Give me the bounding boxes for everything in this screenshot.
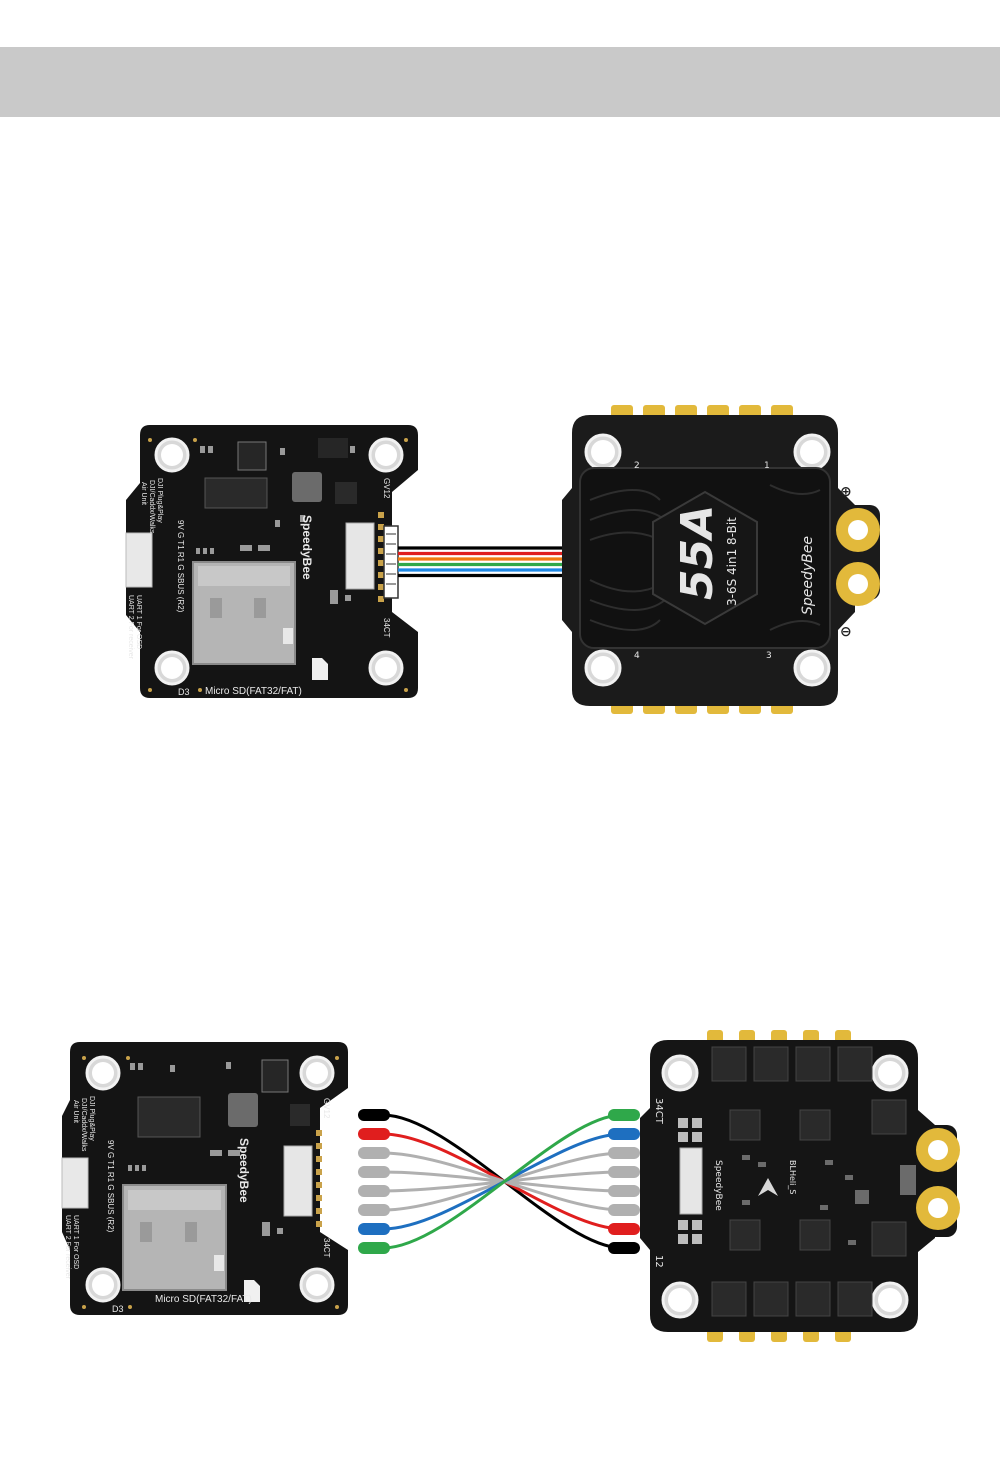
fc1-side-text-1: DJI Plug&Play xyxy=(156,478,163,523)
esc2-label-top: 34CT xyxy=(653,1098,664,1125)
esc2-brand: SpeedyBee xyxy=(713,1160,723,1211)
wire-end-left xyxy=(358,1147,390,1159)
wire-end-left xyxy=(358,1204,390,1216)
fc2-conn-top: GV12 xyxy=(322,1098,331,1119)
esc2-label-bottom: 12 xyxy=(653,1255,664,1268)
header-bar xyxy=(0,47,1000,117)
fc1-uart-text-2: UART 2 For receiver xyxy=(127,595,134,660)
esc1-plus-label: ⊕ xyxy=(840,484,852,500)
wire-end-left xyxy=(358,1128,390,1140)
wire-end-right xyxy=(608,1185,640,1197)
fc2-side-text-3: Air Unit xyxy=(72,1100,79,1123)
fc1-uart-text-1: UART 1 For OSD xyxy=(135,595,142,649)
fc1-sd-label: Micro SD(FAT32/FAT) xyxy=(205,686,302,697)
fc2-led-text: D3 xyxy=(112,1304,124,1314)
flight-controller-2: Micro SD(FAT32/FAT) D3 SpeedyBee 9V G T1… xyxy=(61,1042,348,1315)
fc1-pad-labels: 9V G T1 R1 G SBUS (R2) xyxy=(176,520,185,613)
wire-end-left xyxy=(358,1185,390,1197)
fc2-uart-text-1: UART 1 For OSD xyxy=(72,1215,79,1269)
wire-end-right xyxy=(608,1204,640,1216)
esc-board-2: SpeedyBee BLHeli_S 34CT 12 xyxy=(640,1030,960,1342)
wire xyxy=(382,1113,623,1250)
fc1-side-text-3: Air Unit xyxy=(140,482,147,505)
esc1-brand: SpeedyBee xyxy=(800,536,816,615)
esc2-chip-label: BLHeli_S xyxy=(788,1160,797,1194)
connection-cable-1 xyxy=(383,525,578,599)
fc1-conn-top: GV12 xyxy=(382,478,391,499)
fc2-sd-label: Micro SD(FAT32/FAT) xyxy=(155,1294,252,1305)
esc1-minus-label: ⊖ xyxy=(840,624,852,640)
fc2-brand: SpeedyBee xyxy=(237,1138,251,1203)
wire-end-left xyxy=(358,1166,390,1178)
wire-end-right xyxy=(608,1128,640,1140)
fc1-conn-bottom: 34CT xyxy=(382,618,391,638)
esc-board-1: ⊕ ⊖ 55A 3-6S 4in1 8-Bit SpeedyBee 1 2 3 … xyxy=(562,405,880,714)
wire-end-right xyxy=(608,1166,640,1178)
esc1-motor-3: 3 xyxy=(766,651,772,661)
esc1-motor-1: 1 xyxy=(764,461,770,471)
fc1-led-text: D3 xyxy=(178,687,190,697)
fc2-side-text-1: DJI Plug&Play xyxy=(88,1096,95,1141)
fc2-pad-labels: 9V G T1 R1 G SBUS (R2) xyxy=(106,1140,115,1233)
wire-end-left xyxy=(358,1242,390,1254)
wire-end-right xyxy=(608,1109,640,1121)
fc2-conn-bottom: 34CT xyxy=(322,1238,331,1258)
fc2-uart-text-2: UART 2 For receiver xyxy=(64,1215,71,1280)
flight-controller-1: Micro SD(FAT32/FAT) D3 SpeedyBee 9V G T1… xyxy=(125,425,418,698)
fc1-side-text-2: DJI/Caddx/Walks xyxy=(148,480,155,534)
wire-end-right xyxy=(608,1223,640,1235)
crossover-cable-2 xyxy=(358,1109,640,1254)
esc1-motor-4: 4 xyxy=(634,651,640,661)
fc2-side-text-2: DJI/Caddx/Walks xyxy=(80,1098,87,1152)
wire-end-left xyxy=(358,1223,390,1235)
esc1-motor-2: 2 xyxy=(634,461,640,471)
wire-end-left xyxy=(358,1109,390,1121)
wire-end-right xyxy=(608,1242,640,1254)
esc1-rating: 55A xyxy=(672,505,723,600)
wire-end-right xyxy=(608,1147,640,1159)
esc1-spec: 3-6S 4in1 8-Bit xyxy=(725,517,739,606)
fc1-brand: SpeedyBee xyxy=(300,515,314,580)
